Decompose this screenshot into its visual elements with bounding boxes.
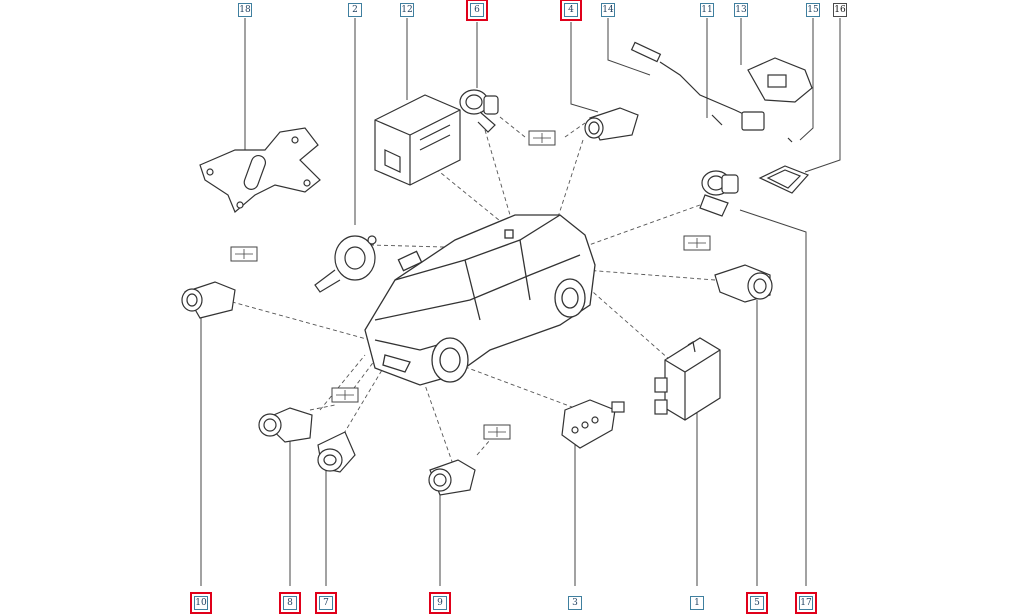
callout-5[interactable]: 5: [746, 592, 768, 614]
callout-14[interactable]: 14: [601, 3, 615, 17]
callout-10[interactable]: 10: [190, 592, 212, 614]
bracket-icon: [199, 127, 321, 213]
callout-7[interactable]: 7: [315, 592, 337, 614]
sensor-icon: [181, 281, 236, 319]
sensor-icon: [561, 399, 625, 449]
sensor-icon: [714, 264, 773, 303]
car-icon: [364, 214, 596, 386]
harness-icon: [630, 41, 765, 131]
sensor-icon: [258, 407, 313, 443]
callout-11[interactable]: 11: [700, 3, 714, 17]
callout-17[interactable]: 17: [795, 592, 817, 614]
callout-6[interactable]: 6: [466, 0, 488, 21]
ecu-module-icon: [374, 94, 461, 186]
callout-8[interactable]: 8: [279, 592, 301, 614]
sensor-icon: [428, 459, 476, 496]
callout-4[interactable]: 4: [560, 0, 582, 21]
callout-12[interactable]: 12: [400, 3, 414, 17]
callout-9[interactable]: 9: [429, 592, 451, 614]
callout-13[interactable]: 13: [734, 3, 748, 17]
callout-15[interactable]: 15: [806, 3, 820, 17]
callout-18[interactable]: 18: [238, 3, 252, 17]
callout-1[interactable]: 1: [690, 596, 704, 610]
callout-3[interactable]: 3: [568, 596, 582, 610]
sensor-icon: [699, 170, 739, 217]
callout-16[interactable]: 16: [833, 3, 847, 17]
callout-2[interactable]: 2: [348, 3, 362, 17]
sensor-icon: [584, 107, 639, 141]
trim-icon: [758, 165, 810, 194]
radar-unit-icon: [654, 337, 721, 421]
connector-icon: [747, 57, 813, 103]
sensor-icon: [314, 235, 377, 293]
sensor-icon: [317, 431, 356, 473]
sensor-icon: [459, 89, 499, 133]
